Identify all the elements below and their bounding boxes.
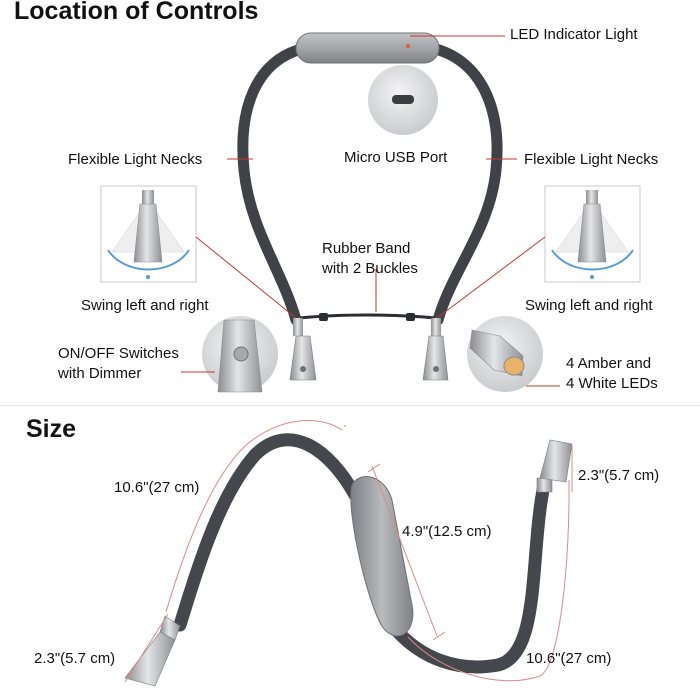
section-title-size: Size xyxy=(26,415,77,443)
label-rubber-band-line2: with 2 Buckles xyxy=(322,260,418,277)
label-leds-line2: 4 White LEDs xyxy=(566,375,658,392)
usb-port-zoom xyxy=(368,65,438,135)
dimension-lines xyxy=(124,420,573,683)
callout-lines xyxy=(181,35,560,387)
label-leds-line1: 4 Amber and xyxy=(566,355,652,372)
swing-box-right xyxy=(544,185,641,283)
label-switch-line2: with Dimmer xyxy=(58,365,142,382)
size-neck-left xyxy=(173,433,362,632)
label-swing-left: Swing left and right xyxy=(81,297,209,314)
size-illustration xyxy=(124,420,573,687)
size-center-body xyxy=(350,476,414,637)
led-lens-icon xyxy=(503,356,525,376)
label-switch-line1: ON/OFF Switches xyxy=(58,345,179,362)
buckle-left xyxy=(319,313,328,321)
power-button-icon xyxy=(233,346,249,362)
label-necks-left: Flexible Light Necks xyxy=(68,151,203,168)
center-housing xyxy=(295,32,440,64)
led-zoom xyxy=(467,316,543,392)
dim-left-neck: 10.6"(27 cm) xyxy=(114,479,200,496)
neck-light-top-view xyxy=(237,32,503,381)
dim-left-head: 2.3"(5.7 cm) xyxy=(34,650,116,667)
label-swing-right: Swing left and right xyxy=(525,297,653,314)
buckle-right xyxy=(406,313,415,321)
label-necks-right: Flexible Light Necks xyxy=(524,151,659,168)
section-title-controls: Location of Controls xyxy=(14,0,259,25)
swing-box-left xyxy=(100,185,197,283)
dim-center-body: 4.9"(12.5 cm) xyxy=(402,523,492,540)
usb-port-icon xyxy=(392,95,414,104)
switch-zoom xyxy=(202,316,278,393)
size-right-head xyxy=(536,439,573,493)
led-indicator-dot xyxy=(406,44,410,48)
left-flexible-neck xyxy=(237,42,311,326)
dim-right-head: 2.3"(5.7 cm) xyxy=(578,467,660,484)
right-light-head xyxy=(422,318,449,381)
size-left-head xyxy=(124,615,181,687)
label-micro-usb: Micro USB Port xyxy=(344,149,448,166)
right-flexible-neck xyxy=(426,42,503,326)
rubber-band xyxy=(299,313,436,320)
label-led-indicator: LED Indicator Light xyxy=(510,26,638,43)
dim-right-neck: 10.6"(27 cm) xyxy=(526,650,612,667)
label-rubber-band-line1: Rubber Band xyxy=(322,240,411,257)
left-light-head xyxy=(289,318,317,381)
size-neck-right xyxy=(385,483,550,674)
section-divider xyxy=(0,405,700,406)
